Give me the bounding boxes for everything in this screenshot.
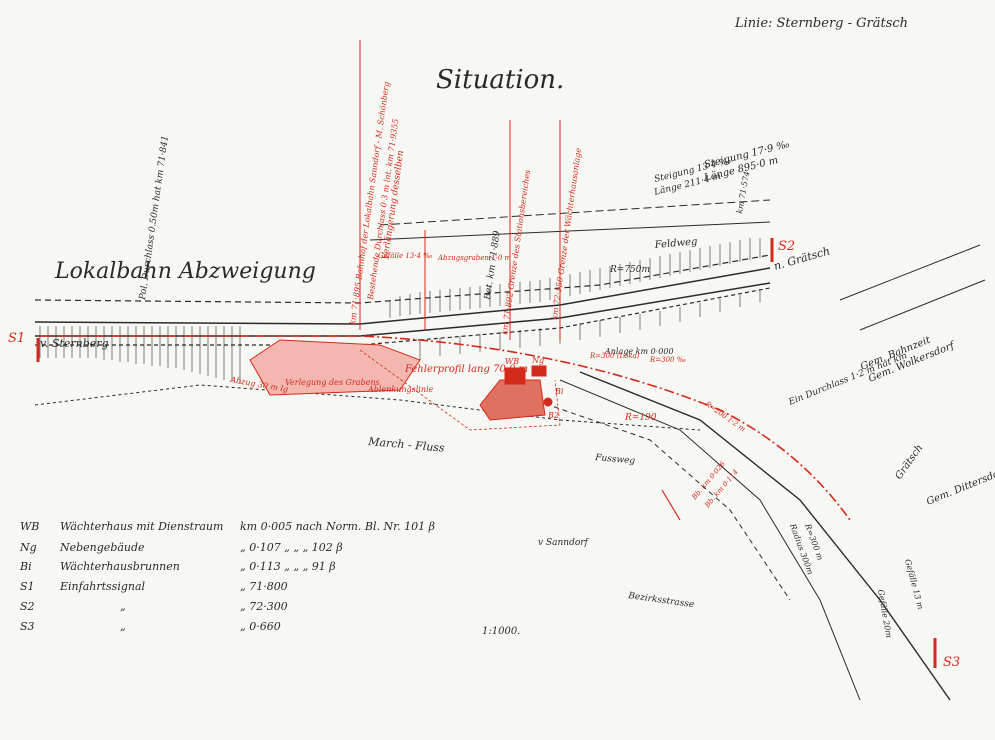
label-a11: Gefälle 13 m bbox=[903, 558, 925, 611]
legend-row: S3 „ „ 0·660 bbox=[20, 620, 281, 633]
branch-axis bbox=[40, 335, 851, 521]
legend-km: km 0·005 nach Norm. Bl. Nr. 101 β bbox=[240, 520, 435, 533]
legend-row: S1 Einfahrtssignal „ 71·800 bbox=[20, 580, 288, 593]
legend-km: „ 0·660 bbox=[240, 620, 281, 633]
label-r4: Gefälle 13·4 ‰ bbox=[378, 252, 433, 260]
legend-desc: Wächterhaus mit Dienstraum bbox=[60, 520, 223, 533]
legend-desc: Einfahrtssignal bbox=[59, 580, 146, 593]
signal-label-s3: S3 bbox=[943, 655, 960, 670]
legend-km: „ 72·300 bbox=[240, 600, 288, 613]
legend-row: WB Wächterhaus mit Dienstraum km 0·005 n… bbox=[20, 520, 435, 533]
label-r9: Ablenkungslinie bbox=[367, 385, 434, 394]
legend-abbr: WB bbox=[20, 520, 39, 533]
curve-inner bbox=[519, 394, 791, 601]
march-river-bank bbox=[34, 384, 701, 431]
label-a9: Gefälle 20m bbox=[876, 589, 893, 639]
label-r12: R=190 bbox=[624, 413, 657, 423]
place-bezirk: Bezirksstrasse bbox=[627, 591, 695, 610]
label-r16: Bb. km 0·026 bbox=[690, 460, 727, 502]
outbuilding-ng bbox=[531, 365, 547, 377]
boundary-red bbox=[359, 349, 561, 431]
feldweg-line bbox=[379, 199, 771, 226]
label-r6: km 71·892 Grenze des Stationsbereiches bbox=[500, 169, 532, 335]
place-fussweg: Fussweg bbox=[594, 453, 636, 467]
road-east-1 bbox=[839, 244, 981, 301]
place-ost1: Grätsch bbox=[893, 443, 925, 482]
legend-desc: „ bbox=[120, 600, 126, 613]
legend-km: „ 0·113 „ „ „ 91 β bbox=[240, 560, 336, 573]
label-r8: Fehlerprofil lang 70·0 m bbox=[404, 364, 528, 375]
scale-label: 1:1000. bbox=[482, 626, 520, 637]
legend: WB Wächterhaus mit Dienstraum km 0·005 n… bbox=[19, 520, 435, 633]
legend-km: „ 71·800 bbox=[240, 580, 288, 593]
fill-area-west bbox=[249, 339, 421, 396]
place-march: March - Fluss bbox=[367, 435, 446, 455]
building-label-b2: B2 bbox=[547, 411, 559, 420]
road-east-2 bbox=[859, 279, 986, 331]
legend-km: „ 0·107 „ „ „ 102 β bbox=[240, 541, 343, 554]
signal-label-s1: S1 bbox=[8, 331, 25, 346]
line-header: Linie: Sternberg - Grätsch bbox=[734, 16, 908, 31]
place-sud: v Sanndorf bbox=[538, 538, 590, 548]
place-feldweg: Feldweg bbox=[653, 236, 698, 251]
guardhouse-wb bbox=[504, 367, 526, 385]
red-works bbox=[36, 40, 937, 668]
legend-row: S2 „ „ 72·300 bbox=[20, 600, 288, 613]
place-ost2: Gem. Dittersdorf bbox=[925, 465, 995, 508]
legend-abbr: S1 bbox=[20, 580, 35, 593]
label-a7: km 71·574 bbox=[735, 170, 751, 214]
red-annotations: km 71·895 Bahnhof der Lokalbahn Sanndorf… bbox=[8, 81, 960, 670]
legend-desc: Nebengebäude bbox=[59, 541, 145, 554]
building-label-ng: Ng bbox=[531, 356, 544, 365]
track-siding bbox=[35, 287, 771, 346]
legend-abbr: Ng bbox=[19, 541, 37, 554]
building-label-wb: WB bbox=[505, 357, 519, 366]
feldweg-edge bbox=[369, 221, 771, 241]
embankment-hatching bbox=[39, 238, 761, 384]
label-r14: R=300 ‰ bbox=[649, 356, 686, 364]
tick-bb bbox=[661, 489, 681, 521]
label-r-main: R=750m bbox=[609, 265, 650, 275]
legend-abbr: S3 bbox=[20, 620, 35, 633]
label-r10: Verlegung des Grabens bbox=[285, 378, 380, 387]
plan-title: Situation. bbox=[436, 65, 564, 95]
track-main-north bbox=[34, 267, 771, 325]
place-west: v. Sternberg bbox=[40, 337, 109, 350]
label-r5: Abzugsgraben 1·0 m bbox=[437, 254, 512, 262]
branch-label: Lokalbahn Abzweigung bbox=[54, 259, 316, 284]
signal-label-s2: S2 bbox=[778, 239, 795, 254]
building-label-bi: Bi bbox=[554, 387, 564, 396]
legend-row: Ng Nebengebäude „ 0·107 „ „ „ 102 β bbox=[19, 541, 343, 554]
legend-desc: „ bbox=[120, 620, 126, 633]
legend-desc: Wächterhausbrunnen bbox=[60, 560, 180, 573]
label-r13: R=300 (Loka) bbox=[589, 352, 640, 360]
label-r7: km 72·150 Grenze der Wächterhausanlage bbox=[550, 147, 583, 320]
legend-abbr: Bi bbox=[19, 560, 32, 573]
legend-abbr: S2 bbox=[20, 600, 35, 613]
main-line-curve bbox=[579, 371, 951, 701]
legend-row: Bi Wächterhausbrunnen „ 0·113 „ „ „ 91 β bbox=[19, 560, 336, 573]
well-bi bbox=[543, 397, 553, 407]
label-anlage: Anlage km 0·000 bbox=[604, 347, 674, 356]
curve-outer bbox=[559, 379, 861, 701]
fill-area-centre bbox=[479, 379, 546, 421]
